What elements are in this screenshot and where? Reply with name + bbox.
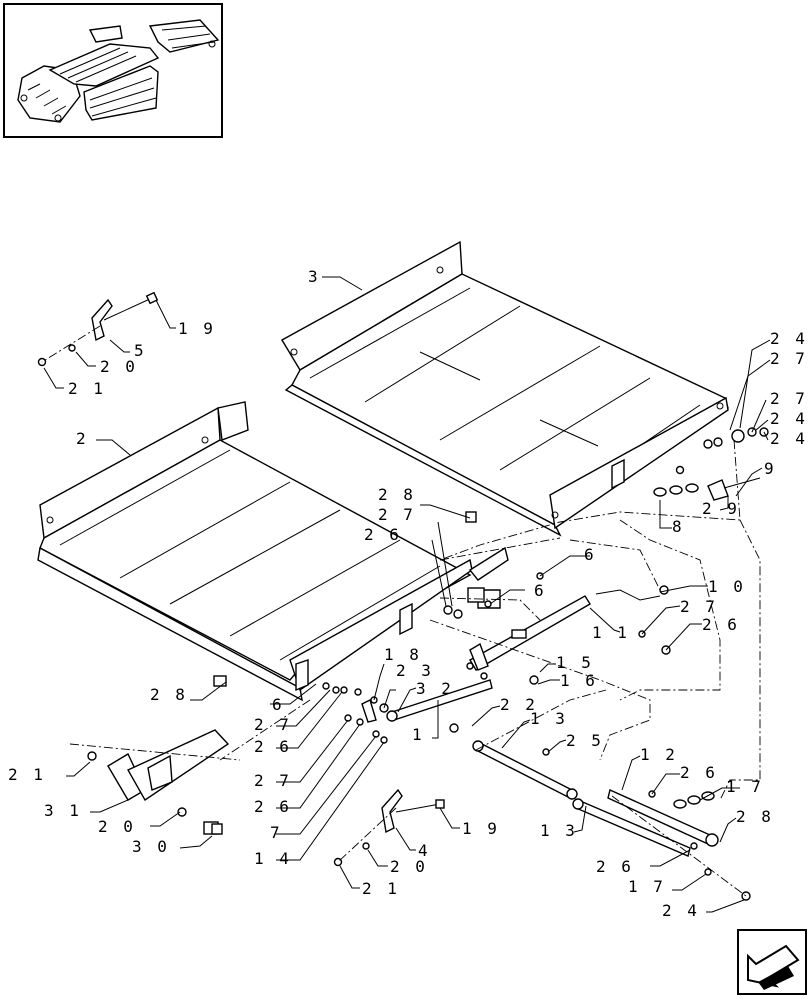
callout-21: 2 1 — [68, 379, 106, 398]
callout-2: 2 — [76, 429, 89, 448]
callout-20: 2 0 — [100, 357, 138, 376]
callout-17: 1 7 — [726, 777, 764, 796]
callout-labels: 3 1 9 5 2 0 2 1 2 2 4 2 7 2 7 2 4 2 4 9 … — [8, 267, 808, 920]
hardware — [37, 291, 769, 901]
callout-16: 1 6 — [560, 671, 598, 690]
callout-14: 1 4 — [254, 849, 292, 868]
callout-24: 2 4 — [662, 901, 700, 920]
callout-22: 2 2 — [500, 695, 538, 714]
assembly-lines — [41, 325, 761, 897]
callout-32: 3 2 — [416, 679, 454, 698]
next-page-arrow-icon[interactable] — [737, 929, 807, 995]
callout-31: 3 1 — [44, 801, 82, 820]
callout-18: 1 8 — [384, 645, 422, 664]
callout-26: 2 6 — [364, 525, 402, 544]
callout-10: 1 0 — [708, 577, 746, 596]
callout-27: 2 7 — [254, 715, 292, 734]
callout-26: 2 6 — [702, 615, 740, 634]
callout-21: 2 1 — [8, 765, 46, 784]
callout-19: 1 9 — [462, 819, 500, 838]
callout-21: 2 1 — [362, 879, 400, 898]
callout-24: 2 4 — [770, 329, 808, 348]
callout-28: 2 8 — [378, 485, 416, 504]
callout-7: 7 — [270, 823, 283, 842]
leader-lines — [43, 276, 771, 913]
callout-3: 3 — [308, 267, 321, 286]
callout-26: 2 6 — [680, 763, 718, 782]
callout-13: 1 3 — [540, 821, 578, 840]
callout-17: 1 7 — [628, 877, 666, 896]
callout-24: 2 4 — [770, 429, 808, 448]
callout-25: 2 5 — [566, 731, 604, 750]
callout-11: 1 1 — [592, 623, 630, 642]
callout-23: 2 3 — [396, 661, 434, 680]
callout-26: 2 6 — [254, 797, 292, 816]
callout-24: 2 4 — [770, 409, 808, 428]
callout-28: 2 8 — [150, 685, 188, 704]
callout-1: 1 — [412, 725, 425, 744]
callout-6: 6 — [534, 581, 547, 600]
callout-8: 8 — [672, 517, 685, 536]
callout-6: 6 — [272, 695, 285, 714]
callout-5: 5 — [134, 341, 147, 360]
callout-27: 2 7 — [378, 505, 416, 524]
callout-27: 2 7 — [770, 349, 808, 368]
callout-26: 2 6 — [254, 737, 292, 756]
callout-13: 1 3 — [530, 709, 568, 728]
callout-19: 1 9 — [178, 319, 216, 338]
callout-12: 1 2 — [640, 745, 678, 764]
callout-30: 3 0 — [132, 837, 170, 856]
callout-29: 2 9 — [702, 499, 740, 518]
callout-27: 2 7 — [254, 771, 292, 790]
pan-2 — [37, 401, 509, 702]
overview-thumbnail — [3, 3, 223, 138]
callout-15: 1 5 — [556, 653, 594, 672]
callout-27: 2 7 — [770, 389, 808, 408]
pan-3 — [281, 240, 729, 537]
callout-27: 2 7 — [680, 597, 718, 616]
callout-26: 2 6 — [596, 857, 634, 876]
callout-4: 4 — [418, 841, 431, 860]
callout-9: 9 — [764, 459, 777, 478]
callout-20: 2 0 — [390, 857, 428, 876]
callout-6: 6 — [584, 545, 597, 564]
callout-20: 2 0 — [98, 817, 136, 836]
callout-28: 2 8 — [736, 807, 774, 826]
